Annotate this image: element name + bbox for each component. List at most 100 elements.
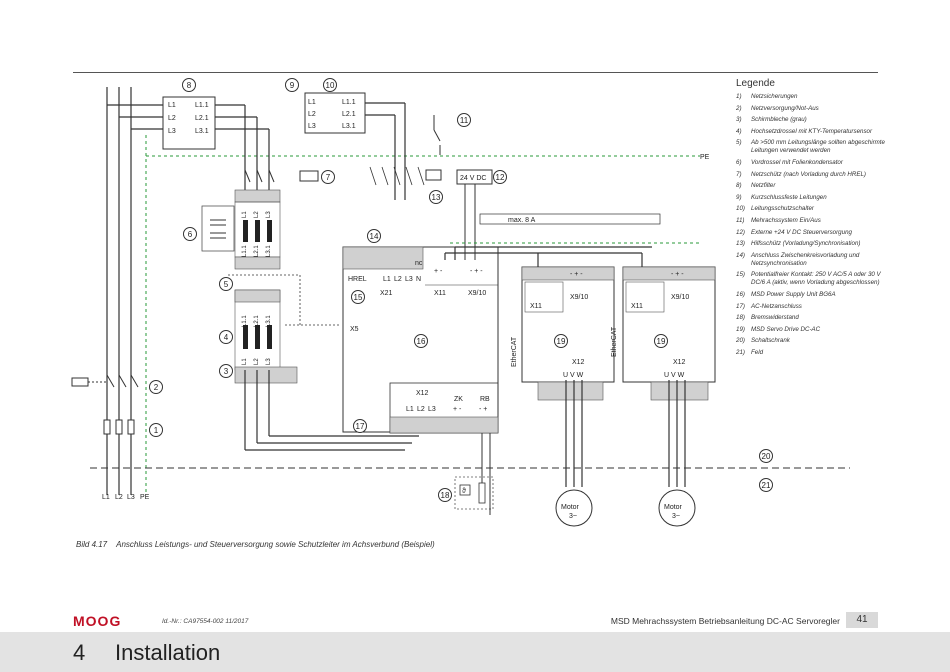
filter-to-choke-wires <box>215 102 406 200</box>
legend-item: 13)Hilfsschütz (Vorladung/Synchronisatio… <box>736 240 886 248</box>
legend-item-number: 3) <box>736 116 742 124</box>
psu-top-shield <box>342 246 424 270</box>
drive1-x11: X11 <box>530 303 542 310</box>
psu-x12-l1: L1 <box>406 406 414 413</box>
callout-4: 4 <box>224 333 229 342</box>
document-id: Id.-Nr.: CA97554-002 11/2017 <box>162 618 249 625</box>
choke-mid-l2: L2.1 <box>254 245 260 257</box>
psu-top-l2: L2 <box>394 276 402 283</box>
legend-item-number: 19) <box>736 325 745 333</box>
chapter-title: Installation <box>115 640 221 665</box>
legend-item-text: Schirmbleche (grau) <box>751 116 807 124</box>
legend-item-number: 10) <box>736 205 745 213</box>
psu-x12-shield <box>389 416 499 434</box>
drive1-x9-polarity: - + - <box>570 271 583 278</box>
hrel-label: HREL <box>348 276 367 283</box>
page-number: 41 <box>846 612 878 628</box>
legend-item-number: 15) <box>736 271 745 279</box>
aux-contactor-13 <box>425 169 442 181</box>
document-title: MSD Mehrachssystem Betriebsanleitung DC-… <box>610 616 840 626</box>
choke-low-l2: L2.1 <box>254 315 260 327</box>
chapter-number: 4 <box>73 640 86 665</box>
legend-item-number: 21) <box>736 348 745 356</box>
x21-label: X21 <box>380 290 393 297</box>
bottom-label-l2: L2 <box>115 494 123 501</box>
motor-1 <box>555 489 593 527</box>
legend-item: 9)Kurzschlussfeste Leitungen <box>736 194 886 202</box>
drive2-x11: X11 <box>631 303 643 310</box>
psu-x12-l3: L3 <box>428 406 436 413</box>
psu-top-l3: L3 <box>405 276 413 283</box>
motor2-sub: 3~ <box>672 513 680 520</box>
choke-top-l1: L1 <box>242 211 248 218</box>
contactor-contacts <box>244 169 275 183</box>
legend-item-number: 9) <box>736 193 742 201</box>
mains-fuses <box>103 419 135 435</box>
legend-item-number: 20) <box>736 337 745 345</box>
callout-13: 13 <box>432 193 441 202</box>
figure-number: Bild 4.17 <box>76 540 108 549</box>
callout-9: 9 <box>290 81 295 90</box>
legend-item: 16)MSD Power Supply Unit BG6A <box>736 291 886 299</box>
drive1-uvw: U V W <box>563 372 584 379</box>
callout-10: 10 <box>326 81 335 90</box>
legend-item-text: Anschluss Zwischenkreisvorladung und Net… <box>751 251 860 267</box>
legend-item-text: Vordrossel mit Folienkondensator <box>751 158 843 166</box>
legend-item-number: 4) <box>736 127 742 135</box>
choke-bot-l3: L3 <box>266 358 272 365</box>
pe-line <box>145 135 700 495</box>
legend-item-number: 18) <box>736 314 745 322</box>
legend-item: 6)Vordrossel mit Folienkondensator <box>736 159 886 167</box>
brake-symbol: ϑ <box>462 488 466 495</box>
legend-item-number: 2) <box>736 104 742 112</box>
motor1-sub: 3~ <box>569 513 577 520</box>
callouts: 1 2 3 4 5 6 7 8 9 10 11 12 13 14 15 16 1… <box>149 78 773 502</box>
filter-in-l1: L1 <box>168 102 176 109</box>
nc-label: nc <box>415 260 423 267</box>
breaker-out-l1: L1.1 <box>342 99 356 106</box>
legend-item-number: 16) <box>736 290 745 298</box>
legend-item-number: 17) <box>736 302 745 310</box>
legend-item-number: 7) <box>736 170 742 178</box>
drive1-x12: X12 <box>572 359 585 366</box>
filter-in-l2: L2 <box>168 115 176 122</box>
legend-item-text: MSD Servo Drive DC-AC <box>751 325 821 333</box>
choke-shield-top <box>234 189 281 203</box>
chapter-band: 4 Installation <box>0 632 950 672</box>
motor1-label: Motor <box>561 504 580 511</box>
breaker-in-l1: L1 <box>308 99 316 106</box>
legend-item-text: Potentialfreier Kontakt: 250 V AC/5 A od… <box>751 271 881 287</box>
callout-19b: 19 <box>657 337 666 346</box>
drive2-uvw: U V W <box>664 372 685 379</box>
legend-item: 4)Hochsetzdrossel mit KTY-Temperatursens… <box>736 128 886 136</box>
legend-item: 17)AC-Netzanschluss <box>736 303 886 311</box>
legend-item-number: 8) <box>736 182 742 190</box>
legend-item-text: Netzsicherungen <box>751 93 798 100</box>
figure-caption-text: Anschluss Leistungs- und Steuerversorgun… <box>116 540 435 549</box>
bottom-label-pe: PE <box>140 494 150 501</box>
filter-out-l1: L1.1 <box>195 102 209 109</box>
callout-3: 3 <box>224 367 229 376</box>
boost-choke-shield <box>234 289 281 303</box>
psu-top-l1: L1 <box>383 276 391 283</box>
drive1-ethercat: EtherCAT <box>611 326 618 357</box>
filter-in-l3: L3 <box>168 128 176 135</box>
legend-item-text: Netzversorgung/Not-Aus <box>751 104 819 112</box>
callout-17: 17 <box>356 422 365 431</box>
legend-item-number: 12) <box>736 228 745 236</box>
legend-item: 7)Netzschütz (nach Vorladung durch HREL) <box>736 171 886 179</box>
breaker-out-l2: L2.1 <box>342 111 356 118</box>
x9-polarity-psu: - + - <box>470 268 483 275</box>
psu-top-n: N <box>416 276 421 283</box>
choke-low-l1: L1.1 <box>242 315 248 327</box>
top-rule <box>73 72 878 73</box>
rb-label: RB <box>480 396 490 403</box>
system-onoff-switch <box>433 115 441 155</box>
legend-item-text: Schaltschrank <box>751 337 790 345</box>
legend-item-number: 13) <box>736 240 745 248</box>
legend-item: 10)Leitungsschutzschalter <box>736 205 886 213</box>
callout-11: 11 <box>460 116 469 125</box>
choke-to-psu-wires <box>244 370 419 451</box>
breaker-out-l3: L3.1 <box>342 123 356 130</box>
callout-6: 6 <box>188 230 193 239</box>
